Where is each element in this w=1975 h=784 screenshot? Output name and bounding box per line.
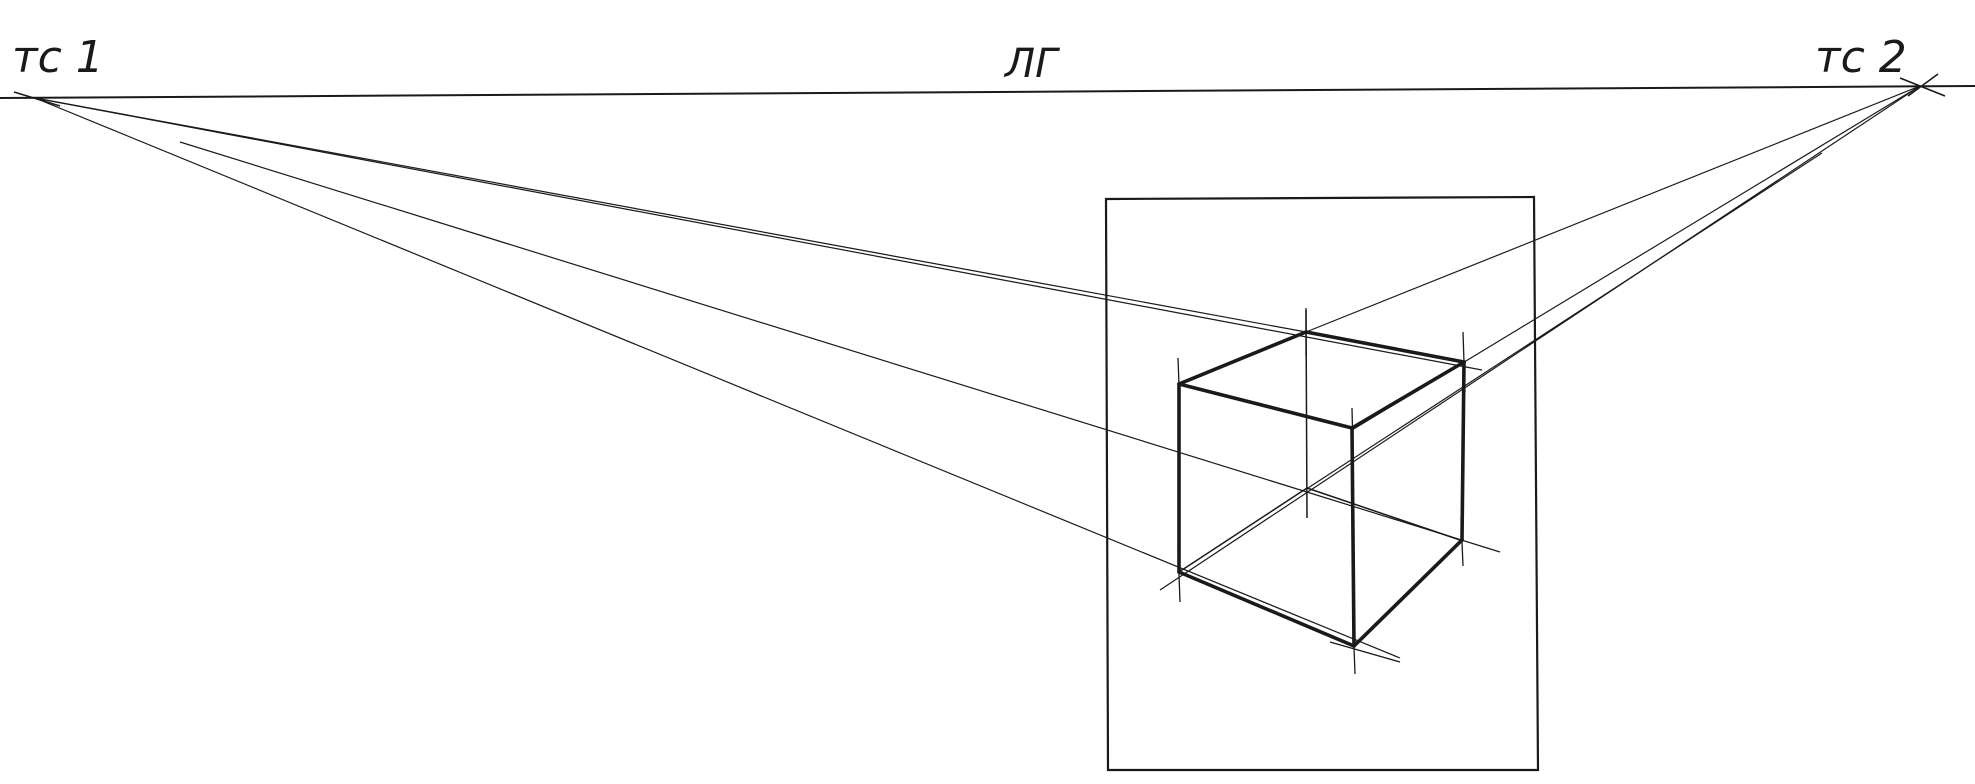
cube-bottom-front-right-edge — [1352, 538, 1464, 648]
cube-top-back-left-edge — [1177, 330, 1308, 386]
cube-construction-edges — [1178, 309, 1461, 573]
vertex-tick-marks — [1177, 308, 1466, 675]
cube-right-vertical-edge — [1460, 360, 1466, 542]
cube-bottom-back-right-edge — [1306, 487, 1461, 541]
vanishing-point-2-label: тс 2 — [1815, 32, 1907, 83]
vp1-line-to-top-back — [34, 97, 1307, 333]
picture-frame — [1104, 195, 1540, 772]
horizon-line — [0, 85, 1975, 99]
cube-front-vertical-edge — [1350, 426, 1356, 648]
vp2-line-to-bottom-left — [1159, 85, 1921, 591]
tick-bottom-front-vertex — [1352, 619, 1356, 675]
cube-bottom-front-left-edge — [1177, 570, 1356, 648]
tick-bottom-left-vertex — [1177, 547, 1181, 603]
vanishing-point-1-label: тс 1 — [12, 32, 104, 83]
vp1-line-to-top-left — [34, 97, 1483, 371]
vp1-construction-lines — [34, 97, 1501, 659]
vp1-mark — [13, 91, 61, 107]
vanishing-point-marks — [13, 73, 1946, 107]
cube-top-front-left-edge — [1177, 382, 1354, 430]
cube-top-back-right-edge — [1304, 330, 1466, 364]
vp2-line-to-middle — [1307, 152, 1823, 489]
tick-top-right-vertex — [1462, 331, 1466, 393]
cube-visible-edges — [1177, 330, 1466, 648]
vp2-mark-b — [1907, 73, 1939, 97]
horizon-line-label: ЛГ — [1005, 41, 1058, 87]
cube-top-front-right-edge — [1350, 360, 1466, 430]
vp2-mark-a — [1899, 77, 1946, 97]
tick-top-left-vertex — [1177, 357, 1181, 413]
vp1-line-to-bottom-right — [34, 97, 1401, 659]
tick-top-front-vertex — [1351, 407, 1354, 453]
tick-bottom-front-cross — [1329, 641, 1401, 663]
vp2-construction-lines — [1159, 85, 1921, 591]
tick-bottom-right-vertex — [1460, 517, 1464, 567]
vp2-line-to-top-back — [1305, 85, 1921, 333]
vp1-line-to-middle — [179, 141, 1501, 553]
cube-bottom-back-left-edge — [1178, 487, 1308, 573]
